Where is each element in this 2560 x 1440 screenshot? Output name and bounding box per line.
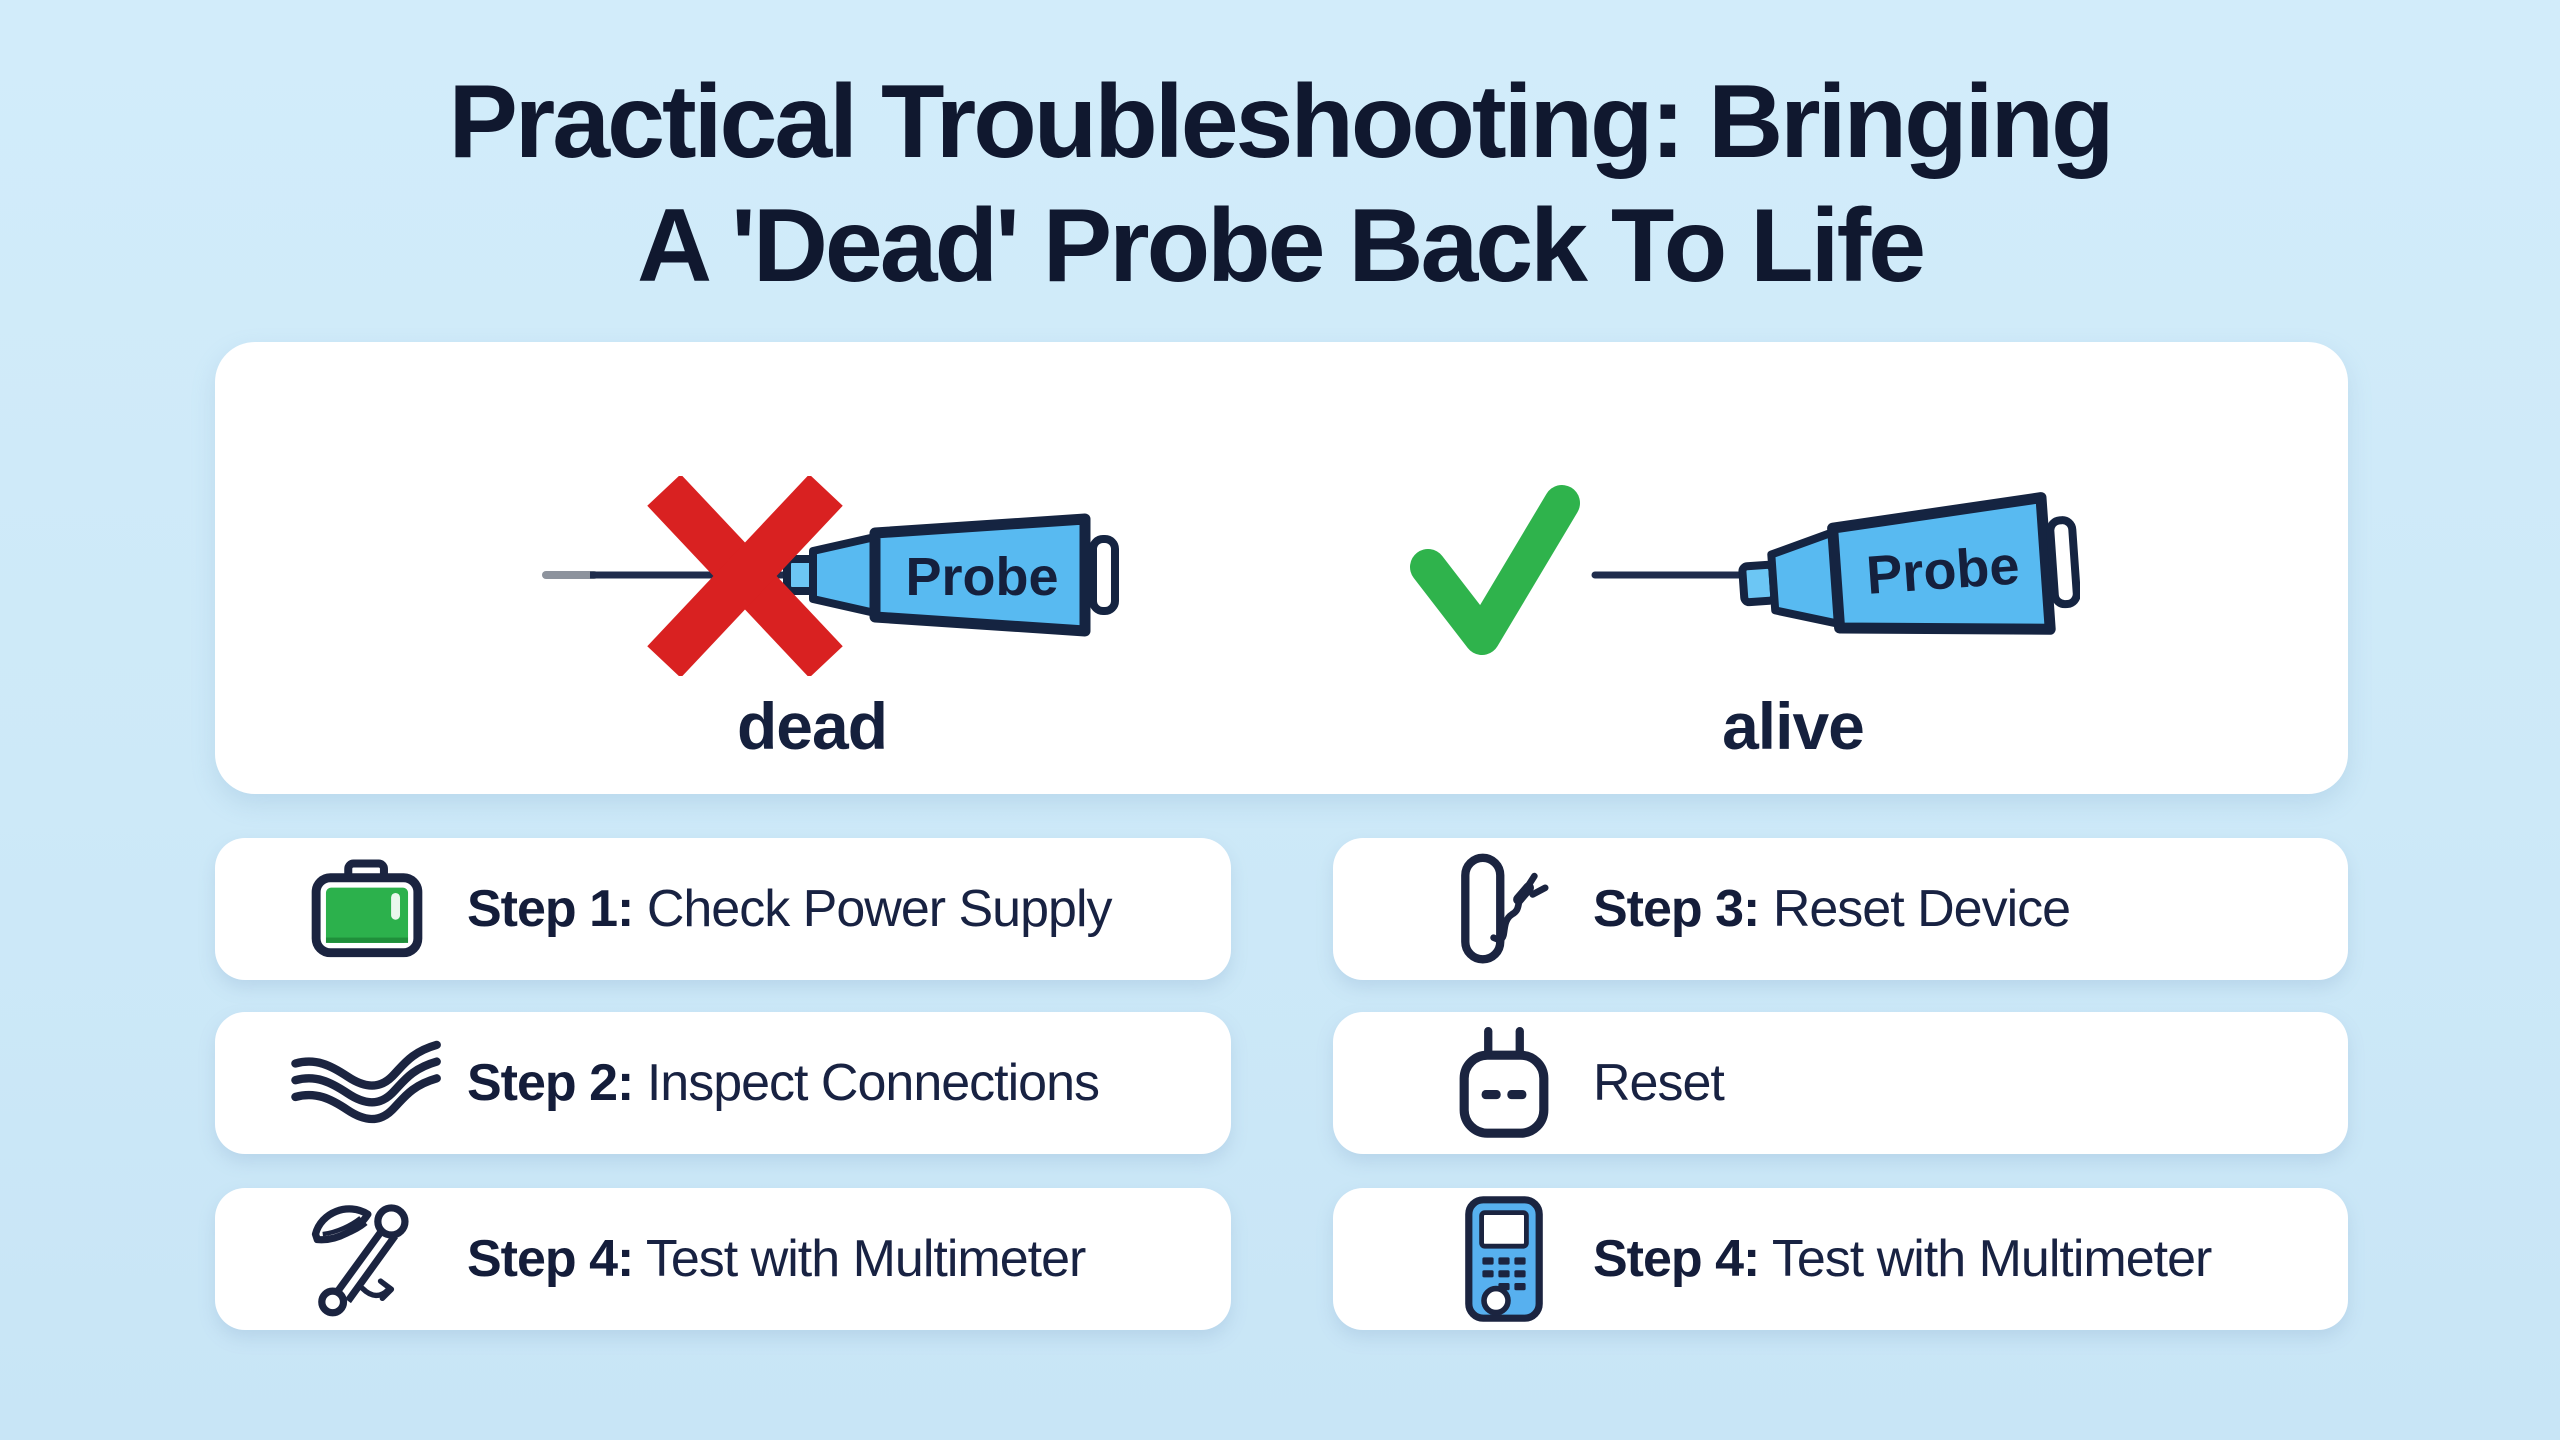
probe-body	[869, 513, 1091, 637]
step-card-3: Step 3: Reset Device	[1333, 838, 2348, 980]
dead-status-label: dead	[736, 689, 888, 763]
probe-label: Probe	[905, 547, 1058, 607]
title-line-1: Practical Troubleshooting: Bringing	[448, 64, 2114, 180]
probe-label: Probe	[1864, 535, 2021, 606]
step-label: Step 4: Test with Multimeter	[1593, 1229, 2212, 1289]
step-label: Step 2: Inspect Connections	[467, 1053, 1100, 1113]
step-label-rest: Test with Multimeter	[1759, 1230, 2212, 1288]
probe-body	[1827, 492, 2056, 635]
title-line-2: A 'Dead' Probe Back To Life	[636, 188, 1926, 304]
step-label: Step 3: Reset Device	[1593, 879, 2071, 939]
step-label-bold: Step 2:	[467, 1054, 634, 1112]
page-title: Practical Troubleshooting: Bringing A 'D…	[0, 60, 2560, 308]
step-label-rest: Reset	[1593, 1054, 1725, 1112]
step-card-2: Step 2: Inspect Connections	[215, 1012, 1231, 1154]
probe-status-card: Probe dead Probe alive	[215, 342, 2348, 794]
step-label-bold: Step 3:	[1593, 880, 1760, 938]
dead-probe-illustration: Probe	[542, 513, 1119, 637]
check-mark-icon	[1410, 485, 1580, 655]
step-label-bold: Step 1:	[467, 880, 634, 938]
step-label: Step 1: Check Power Supply	[467, 879, 1113, 939]
step-card-4-left: Step 4: Test with Multimeter	[215, 1188, 1231, 1330]
step-label-rest: Inspect Connections	[633, 1054, 1100, 1112]
step-card-4-right: Step 4: Test with Multimeter	[1333, 1188, 2348, 1330]
plug-adapter-icon	[1429, 1027, 1579, 1139]
x-mark-icon	[647, 476, 843, 676]
probe-scribble-icon	[281, 1198, 453, 1320]
step-label: Reset	[1593, 1053, 1725, 1113]
step-label-rest: Test with Multimeter	[633, 1230, 1086, 1288]
step-label: Step 4: Test with Multimeter	[467, 1229, 1086, 1289]
alive-probe-illustration: Probe	[1410, 485, 2080, 655]
step-label-bold: Step 4:	[1593, 1230, 1760, 1288]
battery-icon	[281, 859, 453, 959]
probe-cap	[1089, 535, 1119, 615]
waves-icon	[281, 1031, 453, 1135]
step-label-rest: Reset Device	[1759, 880, 2071, 938]
step-card-1: Step 1: Check Power Supply	[215, 838, 1231, 980]
probe-plug-icon	[1429, 851, 1579, 967]
multimeter-icon	[1429, 1195, 1579, 1323]
reset-card: Reset	[1333, 1012, 2348, 1154]
probe-body-group: Probe	[1738, 492, 2080, 635]
step-label-bold: Step 4:	[467, 1230, 634, 1288]
step-label-rest: Check Power Supply	[633, 880, 1113, 938]
alive-status-label: alive	[1722, 689, 1865, 763]
probe-cap	[2046, 516, 2080, 609]
